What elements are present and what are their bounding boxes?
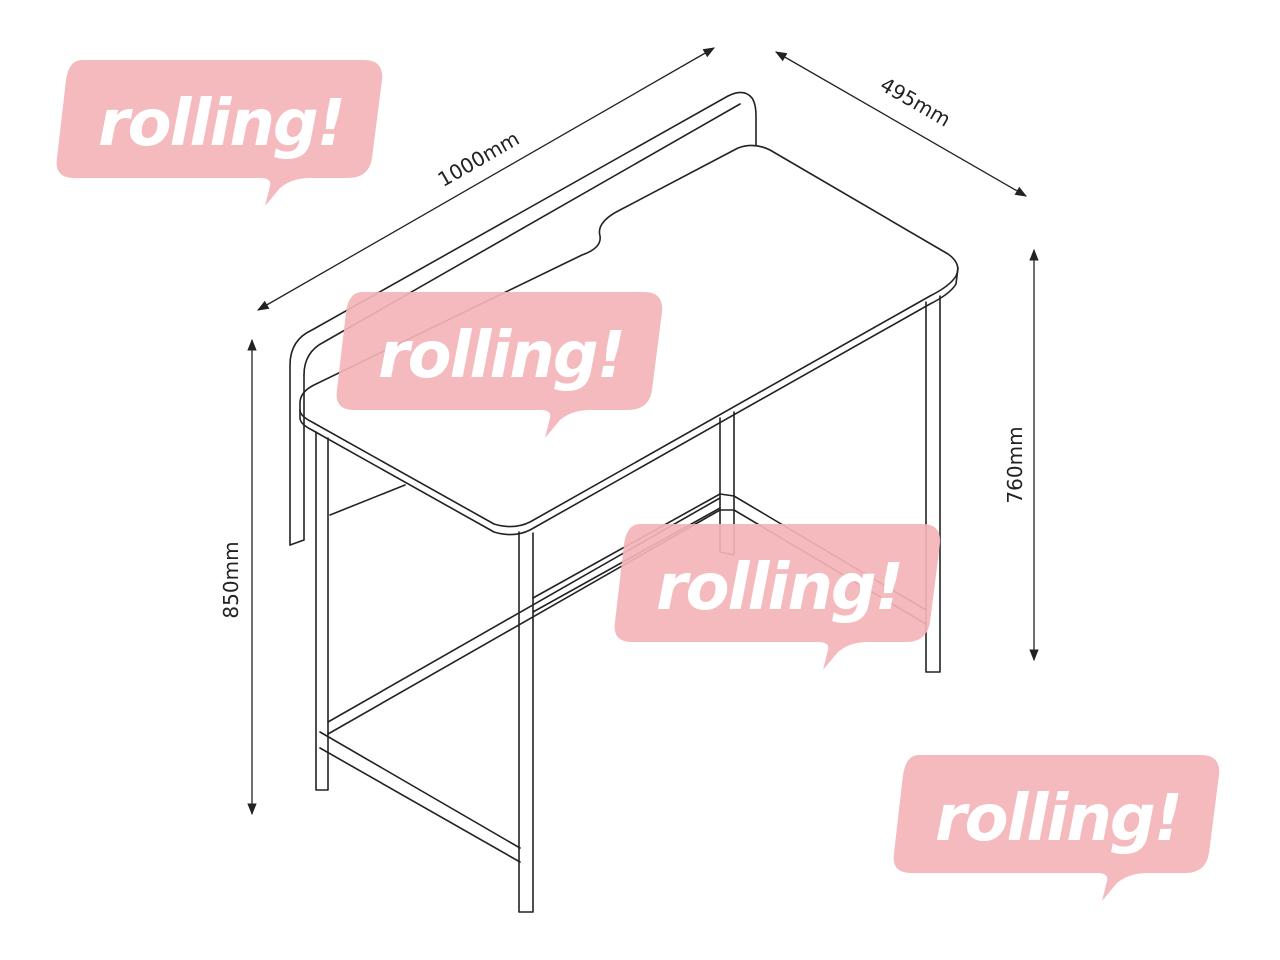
desk-drawing: [289, 91, 959, 913]
desk-leg-front-center: [518, 531, 534, 913]
desk-back-panel-bottom-edge: [329, 484, 406, 516]
watermark-bubble-icon: [56, 60, 383, 206]
watermark-1: rolling!: [56, 60, 383, 206]
watermark-4: rolling!: [893, 755, 1220, 901]
desk-back-panel-thickness: [289, 374, 305, 546]
watermark-text: rolling!: [98, 87, 344, 161]
desk-leg-front-left: [315, 431, 329, 791]
dimension-line-width: [256, 47, 716, 311]
watermark-bubble-icon: [893, 755, 1220, 901]
watermark-text: rolling!: [378, 319, 624, 393]
dimension-label-depth: 495mm: [876, 72, 955, 131]
dimension-line-depth: [774, 51, 1028, 197]
desk-back-panel: [289, 91, 757, 546]
watermark-bubble-icon: [614, 524, 941, 670]
dimension-label-total-height: 850mm: [219, 541, 243, 618]
watermark-text: rolling!: [935, 782, 1181, 856]
watermarks: rolling! rolling! rolling! rolling!: [56, 60, 1220, 901]
watermark-bubble-icon: [336, 292, 663, 438]
watermark-text: rolling!: [656, 551, 902, 625]
watermark-3: rolling!: [614, 524, 941, 670]
dimension-label-desk-height: 760mm: [1003, 426, 1027, 503]
desk-bar-junction: [719, 493, 735, 511]
desk-bar-left-side: [319, 731, 521, 863]
desk-top-edge-front: [299, 267, 959, 536]
watermark-2: rolling!: [336, 292, 663, 438]
dimension-label-width: 1000mm: [434, 126, 524, 192]
dimension-lines: [247, 47, 1039, 816]
desk-back-panel-inner-edge: [303, 103, 741, 376]
